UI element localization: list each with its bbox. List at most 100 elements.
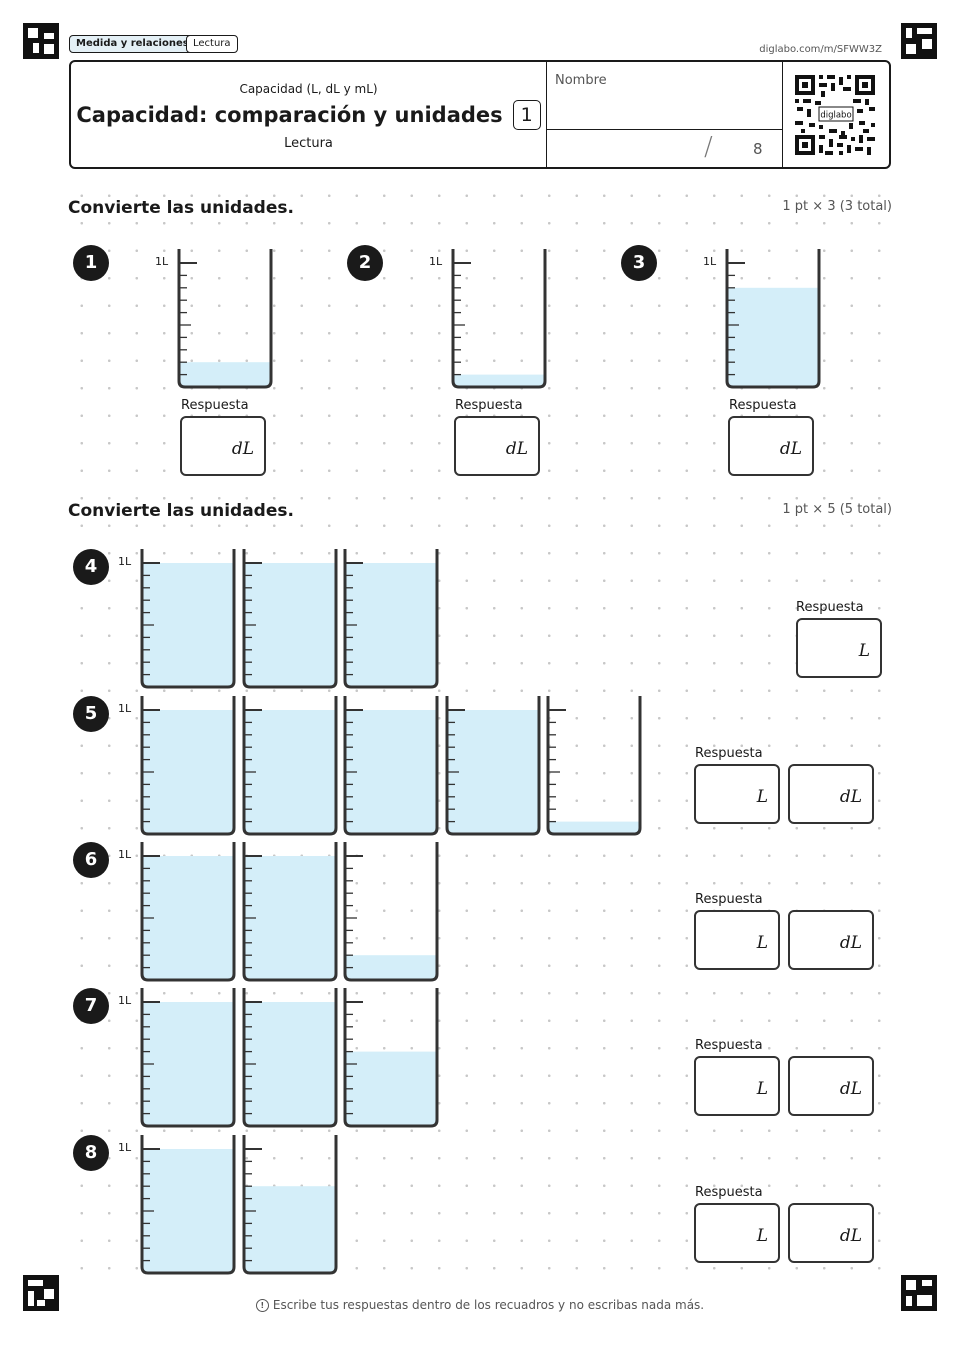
answer-label: Respuesta: [455, 398, 523, 413]
water-level: [448, 710, 537, 833]
registration-marker-bottom-right: [901, 1275, 937, 1311]
footer-note: !Escribe tus respuestas dentro de los re…: [0, 1298, 960, 1312]
section-1-title: Convierte las unidades.: [68, 198, 298, 218]
cup-outline: [140, 842, 236, 982]
answer-box-l[interactable]: L: [796, 618, 882, 678]
answer-label: Respuesta: [729, 398, 797, 413]
section-2-title: Convierte las unidades.: [68, 501, 298, 521]
problem-number-badge: 4: [73, 549, 109, 585]
header-title-block: Capacidad (L, dL y mL) Capacidad: compar…: [71, 62, 547, 167]
cup-outline: [242, 549, 337, 689]
water-level: [346, 955, 436, 979]
unit-label: L: [756, 787, 768, 807]
scale-label-1l: 1L: [155, 255, 169, 268]
water-level: [143, 1002, 233, 1125]
cup-outline: [140, 1135, 236, 1275]
unit-label: L: [858, 641, 870, 661]
water-level: [143, 563, 233, 686]
cup-outline: [451, 249, 547, 389]
measuring-cup: [242, 1135, 337, 1275]
cup-outline: [343, 988, 439, 1128]
water-level: [346, 1051, 436, 1125]
measuring-cup: [242, 549, 337, 689]
unit-label: dL: [839, 1226, 862, 1246]
water-level: [245, 710, 334, 833]
topic-tag: Medida y relaciones: [69, 35, 196, 53]
cup-outline: [725, 249, 821, 389]
answer-label: Respuesta: [695, 746, 763, 761]
scale-label-1l: 1L: [118, 555, 132, 568]
measuring-cup: [140, 988, 236, 1128]
water-level: [245, 1186, 334, 1272]
qr-code-icon: diglabo: [793, 73, 877, 157]
measuring-cup: [343, 988, 439, 1128]
answer-box-dl[interactable]: dL: [180, 416, 266, 476]
answer-box-dl[interactable]: dL: [788, 910, 874, 970]
cup-outline: [242, 696, 337, 836]
answer-label: Respuesta: [695, 892, 763, 907]
cup-outline: [343, 842, 439, 982]
name-score-block: Nombre / 8: [546, 62, 783, 167]
cup-outline: [343, 549, 439, 689]
score-slash: /: [704, 132, 713, 162]
unit-label: dL: [779, 439, 802, 459]
registration-marker-top-right: [901, 23, 937, 59]
cup-outline: [546, 696, 642, 836]
problem-number-badge: 6: [73, 842, 109, 878]
water-level: [143, 856, 233, 979]
measuring-cup: [546, 696, 642, 836]
water-level: [346, 563, 436, 686]
problem-number-badge: 3: [621, 245, 657, 281]
answer-box-l[interactable]: L: [694, 1203, 780, 1263]
section-1-points: 1 pt × 3 (3 total): [780, 199, 892, 214]
measuring-cup: [140, 696, 236, 836]
answer-box-l[interactable]: L: [694, 1056, 780, 1116]
answer-box-l[interactable]: L: [694, 764, 780, 824]
problem-number-badge: 8: [73, 1135, 109, 1171]
water-level: [143, 710, 233, 833]
info-icon: !: [255, 1299, 269, 1312]
measuring-cup: [242, 842, 337, 982]
water-level: [549, 821, 639, 833]
worksheet-number: 1: [512, 100, 541, 130]
unit-label: dL: [231, 439, 254, 459]
cup-outline: [140, 549, 236, 689]
section-2-points: 1 pt × 5 (5 total): [780, 502, 892, 517]
name-label: Nombre: [555, 73, 607, 88]
unit-label: dL: [839, 933, 862, 953]
water-level: [180, 362, 270, 386]
water-level: [245, 856, 334, 979]
measuring-cup: [725, 249, 821, 389]
measuring-cup: [140, 842, 236, 982]
unit-label: L: [756, 1226, 768, 1246]
worksheet-title-row: Capacidad: comparación y unidades 1: [71, 100, 546, 130]
measuring-cup: [343, 696, 439, 836]
cup-outline: [242, 842, 337, 982]
cup-outline: [242, 988, 337, 1128]
worksheet-title: Capacidad: comparación y unidades: [76, 103, 503, 127]
registration-marker-top-left: [23, 23, 59, 59]
answer-box-dl[interactable]: dL: [788, 1056, 874, 1116]
problem-number-badge: 5: [73, 696, 109, 732]
answer-label: Respuesta: [796, 600, 864, 615]
answer-box-dl[interactable]: dL: [728, 416, 814, 476]
measuring-cup: [343, 549, 439, 689]
answer-box-l[interactable]: L: [694, 910, 780, 970]
site-url[interactable]: diglabo.com/m/SFWW3Z: [759, 44, 882, 55]
answer-label: Respuesta: [695, 1185, 763, 1200]
scale-label-1l: 1L: [118, 1141, 132, 1154]
cup-outline: [343, 696, 439, 836]
score-field[interactable]: / 8: [546, 129, 782, 168]
scale-label-1l: 1L: [118, 848, 132, 861]
measuring-cup: [242, 988, 337, 1128]
answer-box-dl[interactable]: dL: [788, 1203, 874, 1263]
water-level: [454, 374, 544, 386]
measuring-cup: [451, 249, 547, 389]
water-level: [143, 1149, 233, 1272]
measuring-cup: [343, 842, 439, 982]
scale-label-1l: 1L: [118, 702, 132, 715]
answer-box-dl[interactable]: dL: [454, 416, 540, 476]
qr-logo-text: diglabo: [820, 111, 851, 121]
answer-box-dl[interactable]: dL: [788, 764, 874, 824]
water-level: [346, 710, 436, 833]
